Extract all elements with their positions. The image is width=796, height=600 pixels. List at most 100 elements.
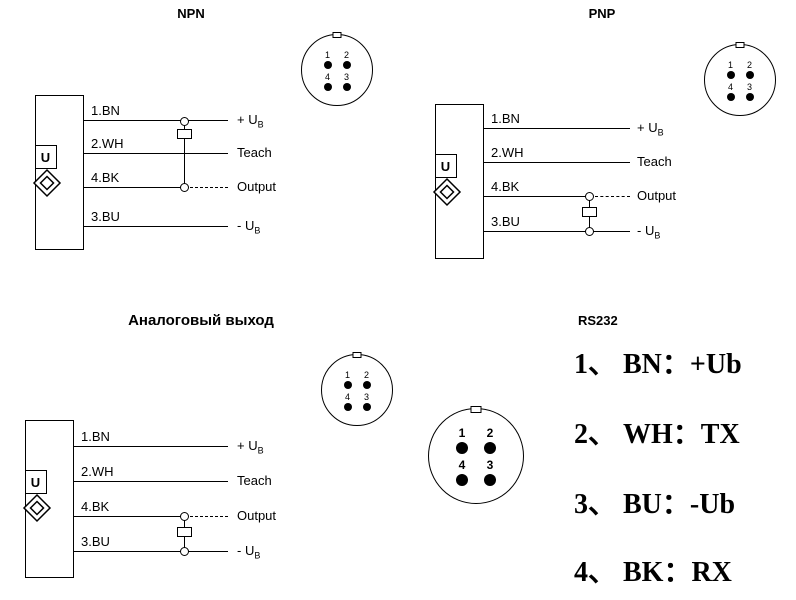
pin-dot-icon bbox=[745, 70, 754, 79]
pnp-terminal-teach: Teach bbox=[637, 154, 672, 169]
connector-pin-1: 1 bbox=[323, 49, 332, 69]
pnp-wire-bk bbox=[484, 196, 590, 197]
npn-sensor-body: U bbox=[32, 95, 84, 250]
pin-dot-icon bbox=[484, 473, 496, 486]
pin-dot-icon bbox=[456, 441, 468, 454]
pin-number: 3 bbox=[486, 457, 494, 472]
analog-wire-bk-dashed bbox=[190, 516, 228, 517]
npn-connector-pins: 1 2 4 3 bbox=[301, 34, 373, 106]
pnp-terminal-ub-plus: + UB bbox=[637, 120, 664, 138]
pnp-sensor-body: U bbox=[432, 104, 484, 259]
analog-wire-bu bbox=[74, 551, 228, 552]
analog-load-resistor bbox=[177, 527, 192, 537]
npn-sensor-u-label: U bbox=[34, 145, 57, 169]
pin-number: 2 bbox=[746, 59, 752, 70]
npn-pin-label-wh: 2.WH bbox=[91, 136, 124, 151]
pnp-junction-top bbox=[585, 192, 594, 201]
connector-pin-4: 4 bbox=[343, 392, 352, 411]
rs232-connector-keyway bbox=[470, 406, 482, 413]
terminal-subscript: B bbox=[654, 230, 661, 241]
analog-connector-pins: 1 2 4 3 bbox=[321, 354, 393, 426]
terminal-subscript: B bbox=[254, 225, 261, 236]
npn-connector-keyway bbox=[332, 32, 342, 38]
analog-pin-label-bn: 1.BN bbox=[81, 429, 110, 444]
npn-connector: 1 2 4 3 bbox=[301, 32, 373, 106]
npn-title: NPN bbox=[177, 6, 205, 21]
pnp-transducer-icon bbox=[432, 177, 462, 207]
analog-connector-face bbox=[321, 354, 393, 426]
pin-number: 2 bbox=[363, 369, 369, 380]
pnp-connector-face bbox=[704, 44, 776, 116]
npn-wire-bu bbox=[84, 226, 228, 227]
pin-number: 2 bbox=[343, 49, 349, 60]
analog-pin-label-wh: 2.WH bbox=[81, 464, 114, 479]
analog-transducer-icon bbox=[22, 493, 52, 523]
pnp-pin-label-wh: 2.WH bbox=[491, 145, 524, 160]
connector-pin-4: 4 bbox=[726, 82, 735, 101]
analog-connector: 1 2 4 3 bbox=[321, 352, 393, 426]
analog-sensor-u-label: U bbox=[24, 470, 47, 494]
rs232-connector-face bbox=[428, 408, 524, 504]
npn-junction-bottom bbox=[180, 183, 189, 192]
terminal-text: Output bbox=[237, 179, 277, 194]
pnp-title: PNP bbox=[588, 6, 616, 21]
npn-wire-bk-dashed bbox=[190, 187, 228, 188]
pin-number: 4 bbox=[458, 457, 466, 472]
connector-pin-2: 2 bbox=[362, 369, 371, 389]
pin-dot-icon bbox=[323, 82, 332, 91]
analog-wire-bk bbox=[74, 516, 185, 517]
connector-pin-1: 1 bbox=[726, 60, 735, 79]
pnp-connector: 1 2 4 3 bbox=[704, 42, 776, 116]
pin-dot-icon bbox=[484, 441, 496, 454]
npn-terminal-output: Output bbox=[237, 179, 276, 194]
terminal-text: + U bbox=[637, 120, 658, 135]
pnp-pin-label-bu: 3.BU bbox=[491, 214, 520, 229]
pin-dot-icon bbox=[456, 473, 468, 486]
rs232-line-bu: 3、 BU：-Ub bbox=[574, 489, 736, 520]
analog-wire-bn bbox=[74, 446, 228, 447]
terminal-subscript: B bbox=[657, 127, 664, 138]
npn-pin-label-bn: 1.BN bbox=[91, 103, 120, 118]
npn-terminal-ub-plus: + UB bbox=[237, 112, 264, 130]
pnp-junction-bottom bbox=[585, 227, 594, 236]
pnp-connector-keyway bbox=[735, 42, 745, 48]
connector-pin-3: 3 bbox=[484, 457, 496, 486]
npn-pin-label-bk: 4.BK bbox=[91, 170, 120, 185]
npn-wire-wh bbox=[84, 153, 228, 154]
pin-dot-icon bbox=[342, 82, 351, 91]
rs232-line-bn: 1、 BN：+Ub bbox=[574, 349, 742, 380]
pnp-connector-pins: 1 2 4 3 bbox=[704, 44, 776, 116]
terminal-text: - U bbox=[237, 218, 255, 233]
connector-pin-3: 3 bbox=[342, 72, 351, 91]
pin-dot-icon bbox=[323, 60, 332, 69]
terminal-text: Teach bbox=[237, 473, 272, 488]
terminal-text: Output bbox=[637, 188, 677, 203]
terminal-text: Output bbox=[237, 508, 277, 523]
analog-terminal-ub-plus: + UB bbox=[237, 438, 264, 456]
pin-dot-icon bbox=[362, 380, 371, 389]
npn-load-resistor bbox=[177, 129, 192, 139]
analog-terminal-teach: Teach bbox=[237, 473, 272, 488]
connector-pin-4: 4 bbox=[323, 71, 332, 91]
terminal-text: - U bbox=[637, 223, 655, 238]
terminal-subscript: B bbox=[254, 550, 261, 561]
pin-number: 4 bbox=[324, 71, 330, 82]
npn-terminal-teach: Teach bbox=[237, 145, 272, 160]
terminal-text: - U bbox=[237, 543, 255, 558]
pin-dot-icon bbox=[362, 402, 371, 411]
npn-load-wire bbox=[184, 121, 185, 188]
pin-dot-icon bbox=[745, 92, 754, 101]
pin-number: 1 bbox=[344, 369, 350, 380]
pin-dot-icon bbox=[343, 402, 352, 411]
pin-number: 1 bbox=[324, 49, 330, 60]
pin-number: 3 bbox=[746, 81, 752, 92]
pnp-sensor-u-label: U bbox=[434, 154, 457, 178]
pin-dot-icon bbox=[726, 92, 735, 101]
connector-pin-2: 2 bbox=[745, 59, 754, 79]
npn-terminal-ub-minus: - UB bbox=[237, 218, 260, 236]
analog-junction-top bbox=[180, 512, 189, 521]
connector-pin-4: 4 bbox=[456, 457, 468, 486]
analog-terminal-ub-minus: - UB bbox=[237, 543, 260, 561]
connector-pin-2: 2 bbox=[484, 426, 496, 454]
